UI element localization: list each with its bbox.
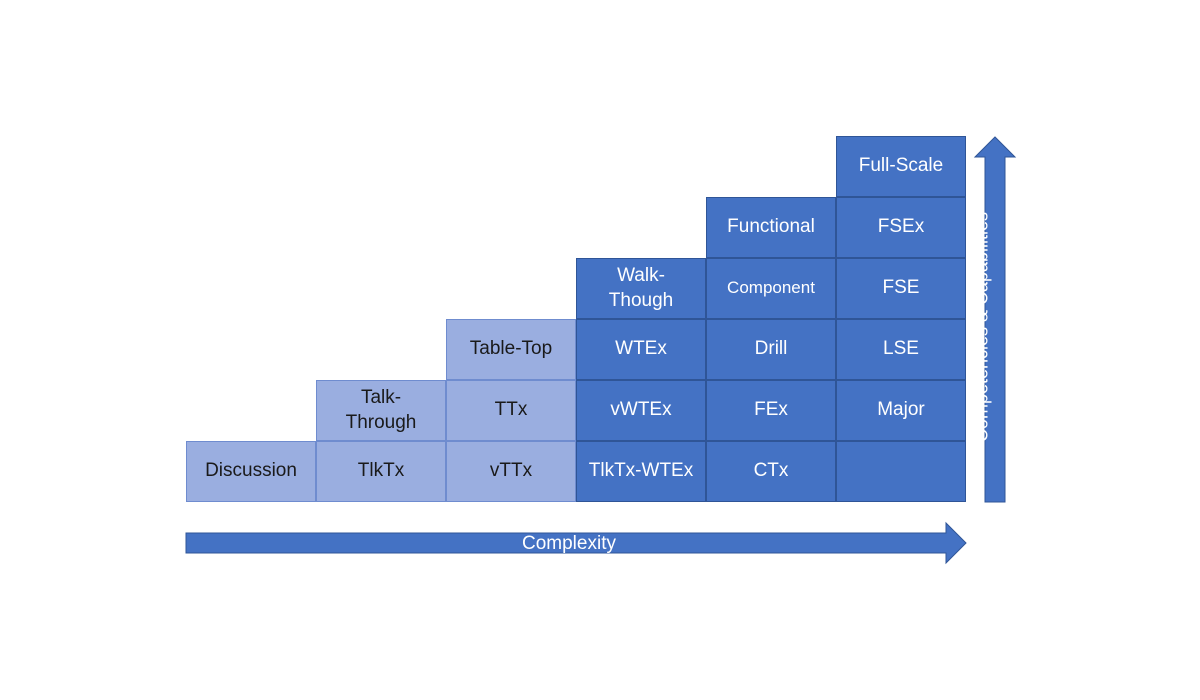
exercise-label: vTTx (489, 460, 533, 482)
exercise-label: vWTEx (610, 399, 672, 421)
column-header-cell: Discussion (186, 441, 316, 502)
exercise-label: CTx (753, 460, 789, 482)
exercise-cell: vTTx (446, 441, 576, 502)
column-header-cell: Functional (706, 197, 836, 258)
exercise-label: Major (877, 399, 925, 421)
column-header-label: Walk-Though (608, 264, 674, 311)
exercise-cell: FSEx (836, 197, 966, 258)
x-axis-label: Complexity (522, 533, 616, 554)
exercise-cell: TlkTx (316, 441, 446, 502)
column-header-cell: Table-Top (446, 319, 576, 380)
exercise-cell: LSE (836, 319, 966, 380)
exercise-label: Drill (754, 338, 788, 360)
exercise-cell (836, 441, 966, 502)
column-header-cell: Talk-Through (316, 380, 446, 441)
exercise-label: TlkTx-WTEx (588, 460, 694, 482)
exercise-label: WTEx (615, 338, 667, 360)
exercise-cell: CTx (706, 441, 836, 502)
exercise-cell: Component (706, 258, 836, 319)
exercise-cell: FSE (836, 258, 966, 319)
column-header-label: Full-Scale (858, 155, 944, 177)
column-header-label: Functional (727, 216, 815, 238)
exercise-cell: Drill (706, 319, 836, 380)
exercise-label: TTx (494, 399, 528, 421)
exercise-cell: WTEx (576, 319, 706, 380)
exercise-label: FSEx (877, 216, 925, 238)
column-header-cell: Full-Scale (836, 136, 966, 197)
exercise-cell: FEx (706, 380, 836, 441)
column-header-label: Talk-Through (345, 386, 417, 433)
complexity-arrow-icon (185, 521, 967, 565)
exercise-label: TlkTx (357, 460, 405, 482)
exercise-cell: TlkTx-WTEx (576, 441, 706, 502)
column-header-label: Table-Top (469, 338, 553, 360)
column-header-label: Discussion (205, 460, 297, 482)
exercise-cell: TTx (446, 380, 576, 441)
exercise-cell: Major (836, 380, 966, 441)
exercise-label: FSE (882, 277, 920, 299)
exercise-cell: vWTEx (576, 380, 706, 441)
exercise-label: Component (727, 278, 815, 298)
exercise-label: FEx (754, 399, 788, 421)
competencies-arrow-icon (973, 136, 1017, 503)
column-header-cell: Walk-Though (576, 258, 706, 319)
exercise-label: LSE (883, 338, 919, 360)
